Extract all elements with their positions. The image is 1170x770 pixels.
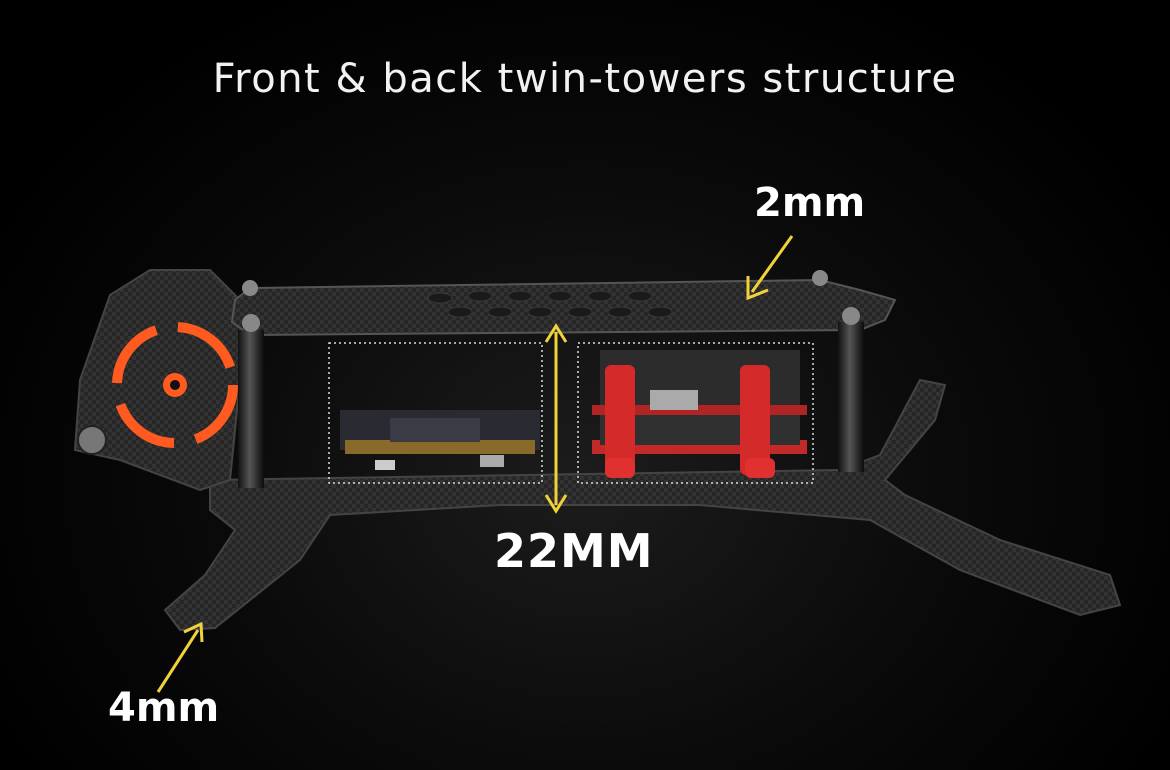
fc-esc-stack	[592, 350, 807, 478]
bottom-plate-thickness-label: 4mm	[108, 685, 220, 731]
headline: Front & back twin-towers structure	[212, 56, 958, 102]
screw-icon	[812, 270, 828, 286]
screw-icon	[77, 425, 107, 455]
rear-standoff	[838, 322, 864, 472]
screw-icon	[842, 307, 860, 325]
rear-tower-outline	[577, 342, 814, 484]
top-plate	[230, 278, 897, 337]
vtx-board	[340, 410, 540, 470]
bottom-plate-arrow	[156, 621, 204, 693]
front-standoff	[238, 330, 264, 488]
front-camera-plate	[73, 269, 247, 492]
front-tower-outline	[328, 342, 543, 484]
stack-height-label: 22MM	[494, 524, 654, 578]
bottom-plate	[163, 378, 1122, 632]
height-arrow	[544, 323, 568, 514]
screw-icon	[242, 314, 260, 332]
orange-motor-mount	[112, 322, 238, 448]
screw-icon	[242, 280, 258, 296]
top-plate-thickness-label: 2mm	[754, 180, 866, 226]
top-plate-holes	[427, 290, 673, 318]
top-plate-arrow	[746, 235, 794, 301]
